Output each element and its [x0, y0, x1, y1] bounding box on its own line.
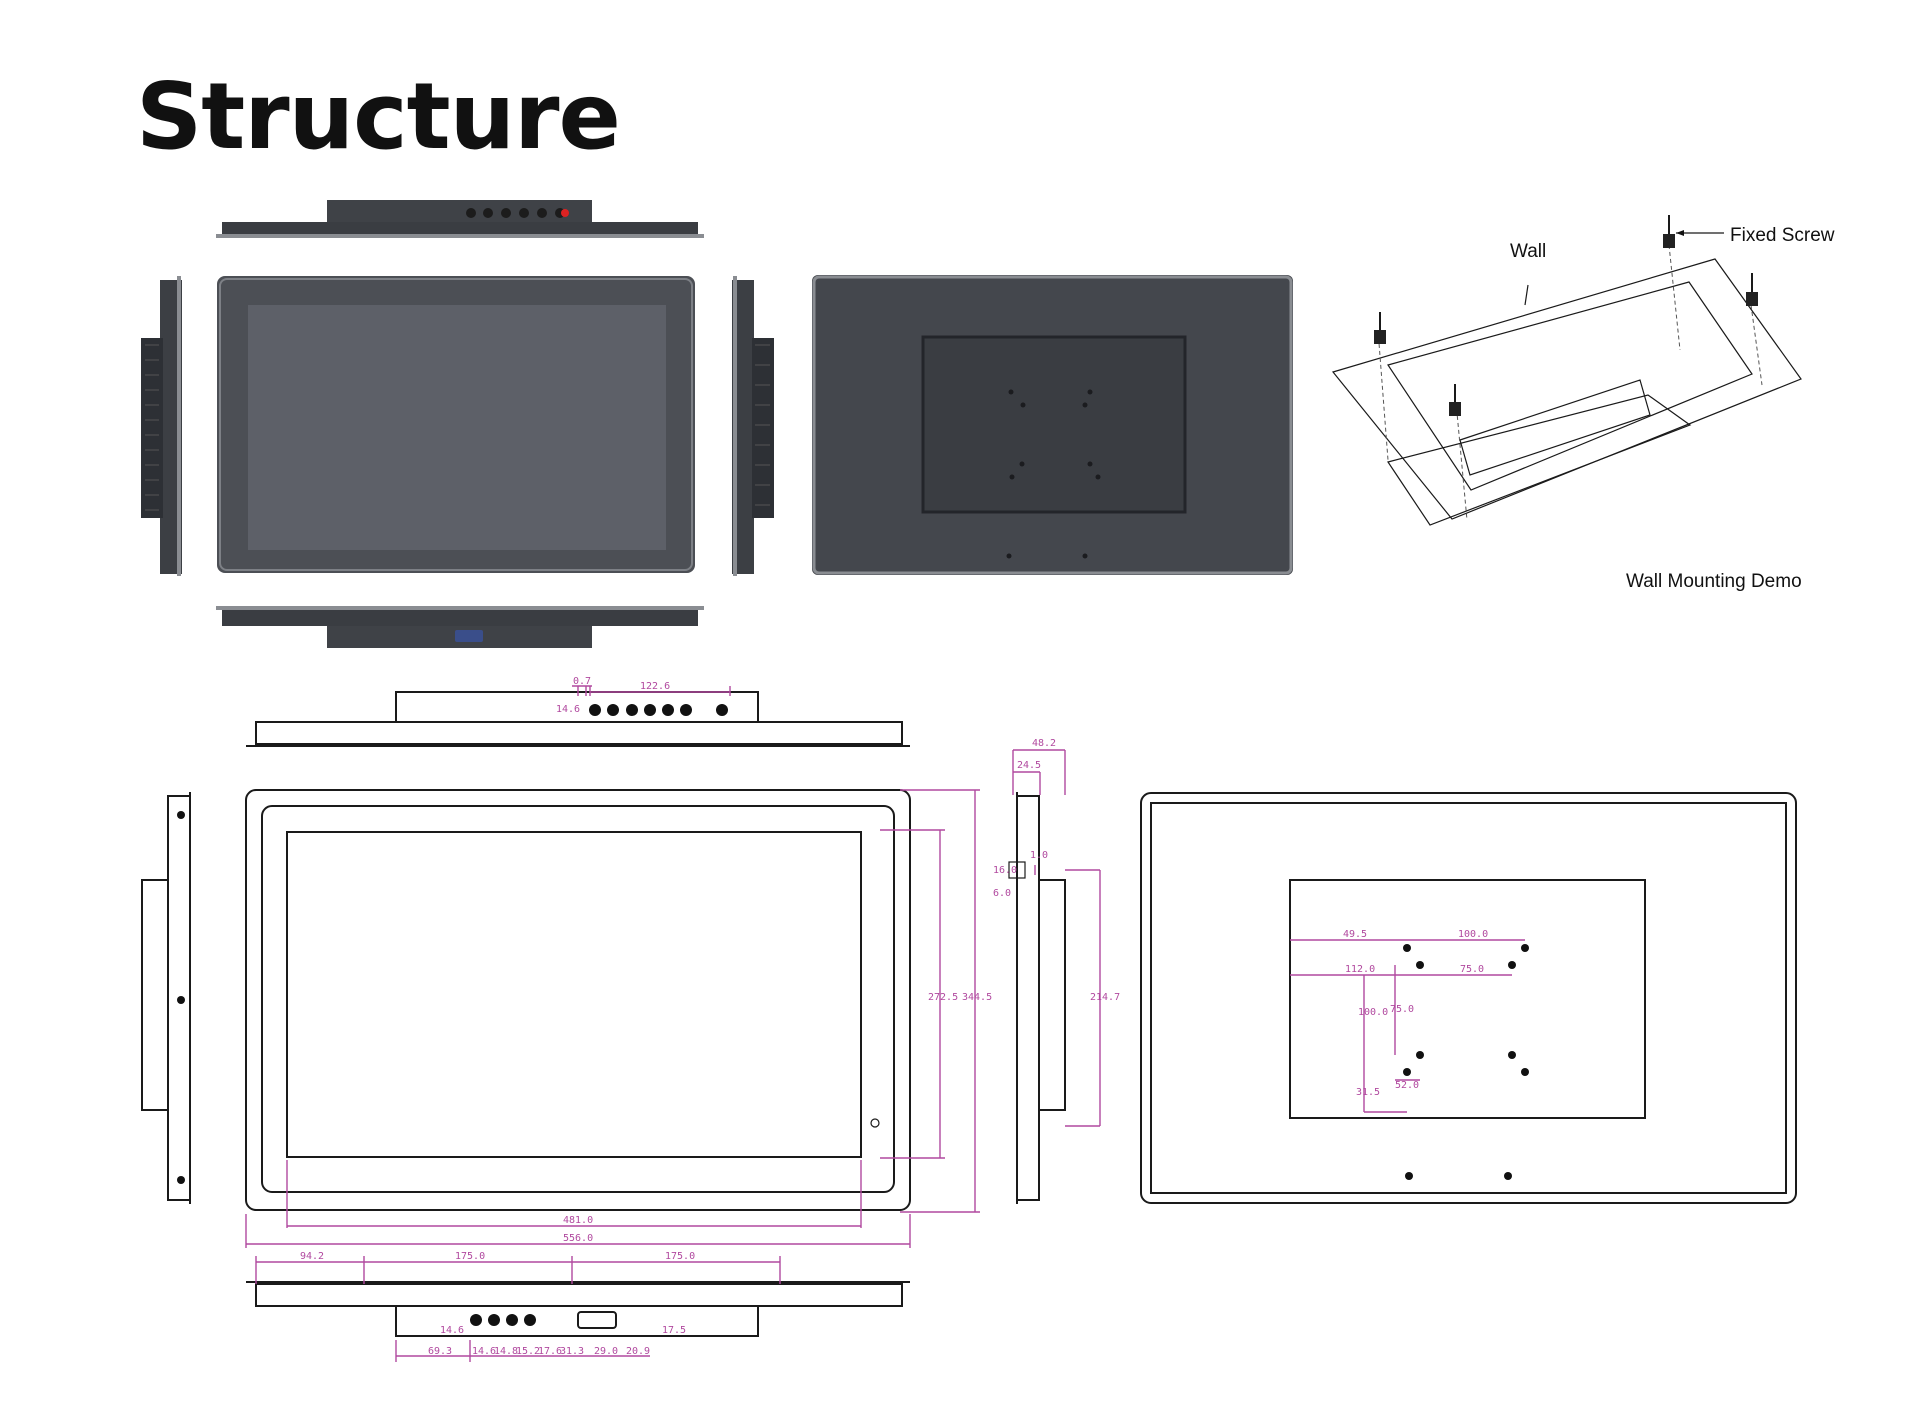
back-line-drawing: 49.5 100.0 112.0 75.0 100.0 75.0 31.5 52… — [1140, 792, 1797, 1204]
dim-top-1: 122.6 — [640, 681, 670, 692]
dim-back-1: 100.0 — [1458, 929, 1488, 940]
dim-bottom-top-1: 175.0 — [455, 1251, 485, 1262]
left-side-view-render — [141, 276, 182, 576]
fixed-screw-label: Fixed Screw — [1730, 225, 1835, 246]
dim-back-6: 31.5 — [1356, 1087, 1380, 1098]
back-view-render — [812, 275, 1293, 575]
page-title: Structure — [136, 63, 621, 170]
wall-mounting-caption: Wall Mounting Demo — [1626, 571, 1802, 592]
dim-side-3: 16.0 — [993, 865, 1017, 876]
dim-top-2: 14.6 — [556, 704, 580, 715]
left-side-line-drawing — [141, 792, 191, 1204]
dim-bottom-row-5: 31.3 — [560, 1346, 584, 1357]
dim-side-5: 214.7 — [1090, 992, 1120, 1003]
dim-bottom-row-2: 14.8 — [494, 1346, 518, 1357]
dim-bottom-row-6: 29.0 — [594, 1346, 618, 1357]
dim-bottom-top-2: 175.0 — [665, 1251, 695, 1262]
dim-back-0: 49.5 — [1343, 929, 1367, 940]
dim-top-0: 0.7 — [573, 676, 591, 687]
bottom-line-drawing: 94.2 175.0 175.0 14.6 17.5 69.3 14.6 14.… — [246, 1251, 910, 1362]
dim-bottom-row-1: 14.6 — [472, 1346, 496, 1357]
back-plate — [921, 335, 1187, 514]
dim-back-3: 75.0 — [1460, 964, 1484, 975]
dim-back-4: 100.0 — [1358, 1007, 1388, 1018]
dim-bottom-side-0: 14.6 — [440, 1325, 464, 1336]
top-line-drawing: 0.7 122.6 14.6 — [246, 676, 910, 747]
dim-bottom-row-7: 20.9 — [626, 1346, 650, 1357]
dim-bottom-row-0: 69.3 — [428, 1346, 452, 1357]
front-line-drawing: 272.5 344.5 481.0 556.0 — [245, 789, 992, 1248]
dim-back-2: 112.0 — [1345, 964, 1375, 975]
wall-label: Wall — [1510, 241, 1546, 262]
dim-front-2: 481.0 — [563, 1215, 593, 1226]
wall-mounting-demo: Wall Fixed Screw Wall Mounting Demo — [1331, 215, 1835, 592]
dim-bottom-side-1: 17.5 — [662, 1325, 686, 1336]
dim-back-7: 52.0 — [1395, 1080, 1419, 1091]
dim-bottom-row-4: 17.6 — [538, 1346, 562, 1357]
dim-side-2: 1.0 — [1030, 850, 1048, 861]
front-screen — [248, 305, 666, 550]
dim-back-5: 75.0 — [1390, 1004, 1414, 1015]
front-view-render — [217, 276, 695, 573]
dim-front-1: 344.5 — [962, 992, 992, 1003]
screw-icon — [1374, 215, 1758, 416]
dim-side-0: 48.2 — [1032, 738, 1056, 749]
dim-front-0: 272.5 — [928, 992, 958, 1003]
right-side-line-drawing: 48.2 24.5 1.0 16.0 6.0 214.7 — [993, 738, 1120, 1204]
bottom-view-render — [216, 606, 704, 648]
dim-bottom-row-3: 15.2 — [516, 1346, 540, 1357]
dim-front-3: 556.0 — [563, 1233, 593, 1244]
right-side-view-render — [732, 276, 774, 576]
dim-bottom-top-0: 94.2 — [300, 1251, 324, 1262]
dim-side-1: 24.5 — [1017, 760, 1041, 771]
top-view-render — [216, 200, 704, 238]
dim-side-4: 6.0 — [993, 888, 1011, 899]
